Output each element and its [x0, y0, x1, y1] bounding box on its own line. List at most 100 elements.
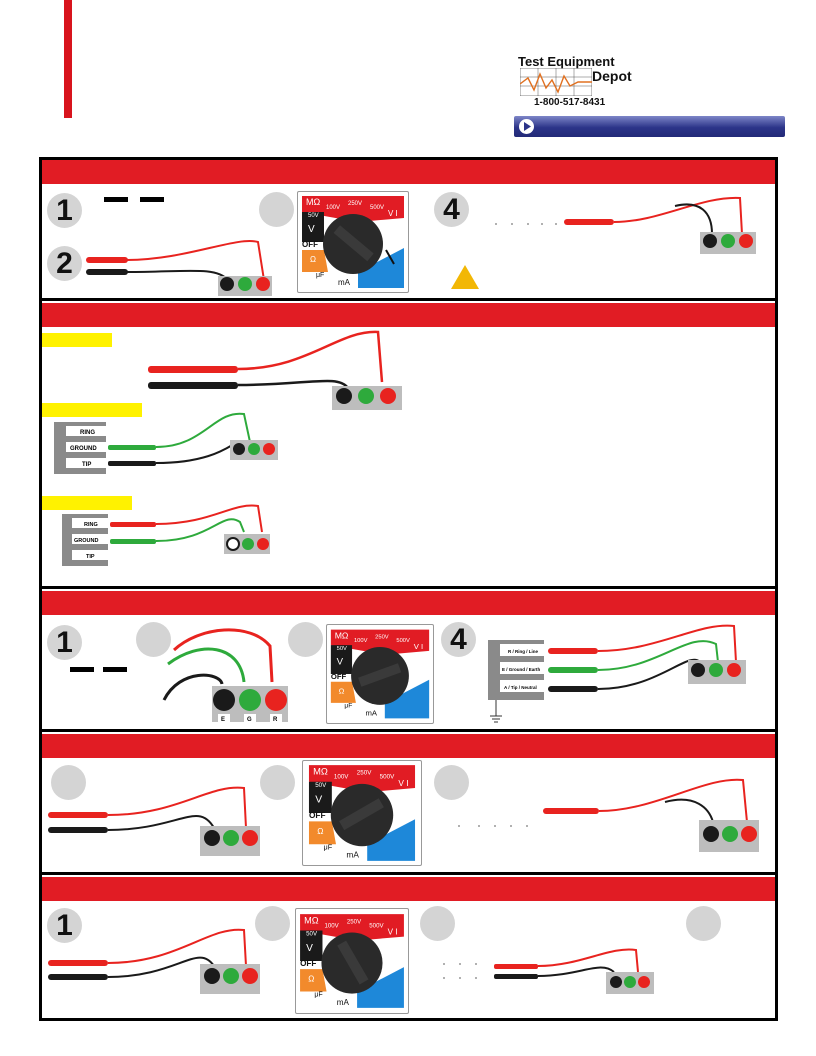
phone-jack-wiring: RING GROUND TIP	[54, 412, 278, 474]
dial-500v: 500V	[380, 774, 395, 781]
jack-ground-label: GROUND	[70, 446, 97, 452]
step-number-1: 1	[47, 625, 82, 660]
highlight-label	[42, 403, 142, 417]
section-divider	[42, 729, 775, 732]
dial-250v: 250V	[357, 770, 372, 777]
step-number-2: 2	[47, 246, 82, 281]
section-divider	[42, 872, 775, 875]
video-play-bar[interactable]	[514, 116, 785, 137]
dial-500v: 500V	[369, 922, 384, 929]
dial-100v: 100V	[325, 922, 340, 929]
dial-v: V	[308, 224, 315, 235]
test-leads-connected	[458, 778, 759, 852]
waveform-graphic	[520, 68, 592, 96]
terminal-e-label: E	[221, 717, 225, 723]
logo-line2: Depot	[592, 68, 632, 84]
section-1-header	[42, 160, 775, 184]
highlight-label	[42, 496, 132, 510]
dial-100v: 100V	[354, 638, 368, 644]
terminal-g-label: G	[247, 717, 252, 723]
dial-250v: 250V	[375, 634, 389, 640]
dial-500v: 500V	[396, 638, 410, 644]
step-circle-2	[255, 906, 290, 941]
step-circle-2	[260, 765, 295, 800]
jack-tip-label: TIP	[82, 462, 91, 468]
dial-ohm: Ω	[308, 974, 314, 983]
step-number-4: 4	[441, 622, 476, 657]
dial-250v: 250V	[348, 201, 362, 207]
dial-uf: μF	[316, 272, 324, 279]
warning-icon	[451, 265, 479, 289]
step-circle-3	[420, 906, 455, 941]
dial-ma: mA	[366, 708, 378, 717]
dial-uf: μF	[324, 842, 333, 851]
rotary-dial[interactable]: MΩ 100V 250V 500V 50V V I V OFF Ω μF mA	[295, 908, 409, 1014]
test-leads-three-wire: E G R	[162, 628, 288, 723]
step-circle-1	[51, 765, 86, 800]
dial-vi: V I	[388, 928, 398, 937]
test-leads-connected	[495, 196, 756, 254]
step-circle-3	[288, 622, 323, 657]
section-4-header	[42, 734, 775, 758]
dial-off: OFF	[309, 810, 326, 820]
terminal-r-label: R	[273, 717, 278, 723]
instruction-frame	[39, 157, 778, 1021]
dial-ohm: Ω	[317, 826, 323, 836]
dial-250v: 250V	[347, 918, 362, 925]
dash-mark	[104, 197, 128, 202]
dial-off: OFF	[300, 959, 316, 968]
dial-megaohm: MΩ	[335, 630, 349, 640]
dial-ma: mA	[337, 998, 350, 1007]
dial-v: V	[337, 656, 344, 667]
rotary-dial[interactable]: MΩ 100V 250V 500V 50V V I V OFF Ω μF mA	[302, 760, 422, 866]
test-leads-diagram	[86, 240, 272, 296]
dial-vi: V I	[414, 642, 423, 651]
dial-v: V	[315, 795, 322, 806]
dial-50v: 50V	[306, 931, 318, 938]
jack-ground-label: GROUND	[74, 538, 98, 544]
section-divider	[42, 586, 775, 589]
step-number-1: 1	[47, 193, 82, 228]
section-divider	[42, 298, 775, 301]
dial-ma: mA	[338, 278, 351, 287]
highlight-label	[42, 333, 112, 347]
dial-ma: mA	[346, 850, 359, 860]
rotary-dial[interactable]: MΩ 100V 250V 500V 50V V I V OFF Ω μF mA	[326, 624, 434, 724]
dash-mark	[140, 197, 164, 202]
test-leads-diagram	[48, 786, 260, 856]
dial-ohm: Ω	[310, 255, 316, 264]
test-leads-diagram	[48, 928, 260, 994]
dial-vi: V I	[388, 209, 398, 218]
dial-50v: 50V	[308, 213, 319, 219]
dial-megaohm: MΩ	[304, 915, 319, 925]
dial-megaohm: MΩ	[306, 197, 320, 207]
step-circle-3	[259, 192, 294, 227]
test-leads-connected	[443, 948, 654, 994]
wire-earth-label: E / Ground / Earth	[502, 667, 541, 672]
dial-off: OFF	[331, 672, 347, 681]
rotary-dial[interactable]: MΩ 100V 250V 500V 50V V I V OFF Ω μF mA	[297, 191, 409, 293]
company-logo: Test Equipment Depot 1-800-517-8431	[512, 54, 662, 116]
dial-megaohm: MΩ	[313, 767, 328, 777]
phone-jack-wiring: RING GROUND TIP	[62, 504, 270, 566]
dial-100v: 100V	[334, 774, 349, 781]
dial-uf: μF	[344, 703, 352, 710]
dial-vi: V I	[398, 778, 408, 788]
dash-mark	[70, 667, 94, 672]
wire-neutral-label: A / Tip / Neutral	[504, 685, 537, 690]
test-leads-diagram	[148, 330, 402, 410]
dial-v: V	[306, 943, 313, 954]
section-5-header	[42, 877, 775, 901]
wire-line-label: R / Ring / Line	[508, 649, 538, 654]
dial-500v: 500V	[370, 205, 384, 211]
play-button[interactable]	[519, 119, 534, 134]
step-number-4: 4	[434, 192, 469, 227]
logo-line1: Test Equipment	[518, 54, 615, 69]
dial-50v: 50V	[337, 646, 347, 652]
jack-ring-label: RING	[84, 522, 98, 528]
dial-ohm: Ω	[339, 686, 345, 695]
section-2-header	[42, 303, 775, 327]
play-icon	[524, 122, 531, 131]
three-wire-connection: R / Ring / Line E / Ground / Earth A / T…	[488, 624, 746, 723]
step-circle-2	[136, 622, 171, 657]
